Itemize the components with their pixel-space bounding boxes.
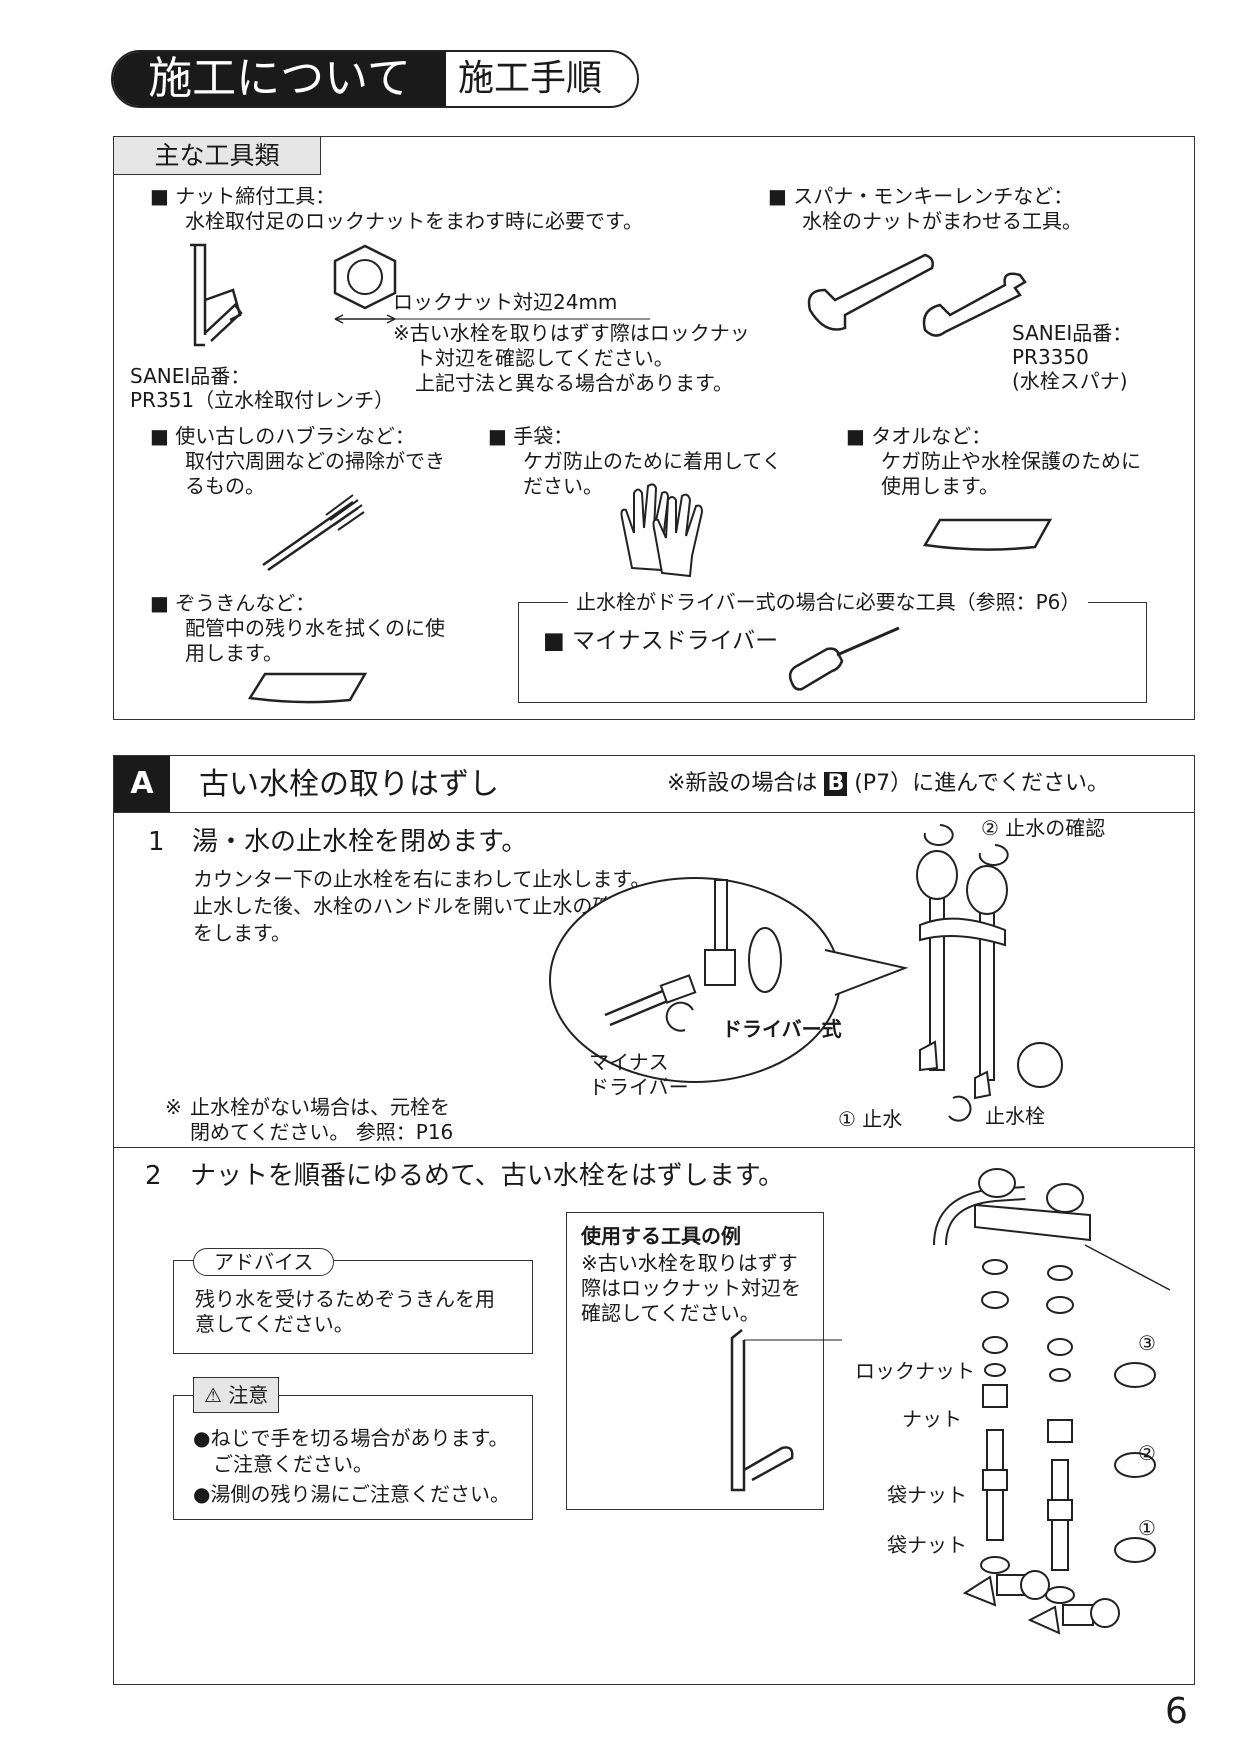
- nut-tool-desc: 水栓取付足のロックナットをまわす時に必要です。: [185, 209, 643, 233]
- advice-text1: 残り水を受けるためぞうきんを用: [195, 1287, 495, 1311]
- locknut-note3: 上記寸法と異なる場合があります。: [415, 371, 733, 395]
- order-2: ②: [1138, 1441, 1156, 1465]
- nut-tool-title: ナット締付工具：: [150, 183, 335, 209]
- step-divider: [114, 1147, 1194, 1148]
- rag-icon: [247, 672, 368, 704]
- tool-example-note2: 際はロックナット対辺を: [581, 1276, 801, 1300]
- label-minus-driver1: マイナス: [589, 1050, 669, 1074]
- toothbrush-icon: [262, 494, 365, 572]
- section-a-note: ※新設の場合は B (P7）に進んでください。: [667, 770, 1109, 798]
- driver-box-item: マイナスドライバー: [543, 628, 778, 654]
- advice-label: アドバイス: [193, 1248, 335, 1276]
- section-a-title: 古い水栓の取りはずし: [199, 767, 499, 802]
- rag-desc2: 用します。: [185, 641, 283, 665]
- faucet-exploded-illustration: [933, 1168, 1171, 1635]
- tools-panel: [113, 136, 1195, 720]
- tool-example-title: 使用する工具の例: [581, 1224, 741, 1248]
- tool-example-box: [566, 1212, 824, 1510]
- spanner-part1: SANEI品番：: [1012, 321, 1133, 345]
- screwdriver-icon: [788, 626, 900, 691]
- section-a-header: A 古い水栓の取りはずし ※新設の場合は B (P7）に進んでください。: [114, 756, 1194, 813]
- advice-text2: 意してください。: [195, 1312, 354, 1336]
- tools-tab: 主な工具類: [114, 137, 321, 175]
- locknut-note2: ト対辺を確認してください。: [415, 346, 674, 370]
- brush-title: 使い古しのハブラシなど：: [150, 423, 415, 449]
- towel-desc1: ケガ防止や水栓保護のために: [881, 449, 1141, 473]
- page-subtitle: 施工手順: [458, 58, 603, 99]
- section-a-tab: A: [114, 756, 170, 812]
- rag-desc1: 配管中の残り水を拭くのに使: [185, 616, 445, 640]
- label-bag-nut-1: 袋ナット: [887, 1483, 967, 1507]
- nut-wrench-icon: [730, 1329, 842, 1492]
- step1-title: 湯・水の止水栓を閉めます。: [192, 827, 528, 857]
- step2-title: ナットを順番にゆるめて、古い水栓をはずします。: [190, 1161, 785, 1191]
- caution-label: 注意: [228, 1383, 269, 1407]
- advice-box: [173, 1260, 533, 1354]
- gloves-desc1: ケガ防止のために着用してく: [523, 449, 782, 473]
- gloves-icon: [620, 483, 704, 578]
- label-nut: ナット: [902, 1407, 962, 1431]
- rag-title: ぞうきんなど：: [150, 590, 315, 616]
- label-minus-driver2: ドライバー: [589, 1075, 689, 1099]
- caution-text1: ●ねじで手を切る場合があります。: [193, 1426, 509, 1450]
- locknut-note1: ※古い水栓を取りはずす際はロックナッ: [393, 321, 750, 345]
- towel-icon: [922, 518, 1053, 551]
- label-stop-water: ① 止水: [838, 1107, 903, 1131]
- label-check-water: ② 止水の確認: [981, 816, 1106, 840]
- caution-text2: ご注意ください。: [213, 1452, 373, 1476]
- tool-example-note1: ※古い水栓を取りはずす: [581, 1251, 798, 1275]
- gloves-title: 手袋：: [488, 423, 573, 449]
- step1-body3: をします。: [193, 921, 291, 945]
- shutoff-valve-illustration: [549, 824, 1063, 1122]
- section-a-note-pre: ※新設の場合は: [667, 771, 818, 796]
- hex-nut-icon: [333, 244, 650, 324]
- section-b-badge: B: [824, 772, 848, 796]
- page-title: 施工について: [113, 52, 446, 106]
- monkey-wrench-icon: [807, 253, 934, 331]
- section-a-note-post: (P7）に進んでください。: [854, 771, 1109, 796]
- caution-box: [173, 1395, 533, 1520]
- step1-number: 1: [148, 827, 165, 857]
- label-driver-type: ドライバー式: [722, 1017, 842, 1041]
- gloves-desc2: ださい。: [523, 474, 603, 498]
- spanner-title: スパナ・モンキーレンチなど：: [768, 183, 1073, 209]
- driver-box-legend: 止水栓がドライバー式の場合に必要な工具（参照：P6）: [568, 589, 1089, 615]
- spanner-part3: (水栓スパナ): [1012, 369, 1128, 393]
- step1-note2: 閉めてください。 参照：P16: [190, 1120, 454, 1144]
- order-1: ①: [1138, 1516, 1156, 1540]
- faucet-spanner-icon: [922, 272, 1027, 337]
- brush-desc2: るもの。: [185, 474, 265, 498]
- spanner-part2: PR3350: [1012, 345, 1089, 369]
- brush-desc1: 取付穴周囲などの掃除ができ: [185, 449, 445, 473]
- label-shutoff-valve: 止水栓: [985, 1104, 1045, 1128]
- caution-text3: ●湯側の残り湯にご注意ください。: [193, 1482, 511, 1506]
- step1-note1: 止水栓がない場合は、元栓を: [190, 1095, 450, 1119]
- caution-label-box: ⚠ 注意: [193, 1377, 280, 1413]
- nut-wrench-icon: [190, 243, 243, 347]
- towel-title: タオルなど：: [846, 423, 991, 449]
- step2-number: 2: [145, 1161, 162, 1191]
- order-3: ③: [1138, 1331, 1156, 1355]
- warning-icon: ⚠: [204, 1383, 222, 1407]
- towel-desc2: 使用します。: [881, 474, 999, 498]
- section-a-panel: [113, 755, 1195, 1685]
- page-number: 6: [1165, 1691, 1188, 1732]
- step1-body2: 止水した後、水栓のハンドルを開いて止水の確認: [193, 894, 633, 918]
- label-bag-nut-2: 袋ナット: [887, 1533, 967, 1557]
- label-locknut: ロックナット: [855, 1359, 975, 1383]
- tool-example-note3: 確認してください。: [581, 1301, 760, 1325]
- step1-body1: カウンター下の止水栓を右にまわして止水します。: [193, 867, 651, 891]
- nut-tool-part1: SANEI品番：: [130, 364, 251, 388]
- nut-tool-part2: PR351（立水栓取付レンチ）: [130, 388, 395, 412]
- step1-note-mark: ※: [165, 1095, 182, 1119]
- spanner-desc: 水栓のナットがまわせる工具。: [802, 209, 1082, 233]
- page-header: 施工について 施工手順: [111, 50, 639, 108]
- locknut-dimension: ロックナット対辺24mm: [393, 290, 618, 314]
